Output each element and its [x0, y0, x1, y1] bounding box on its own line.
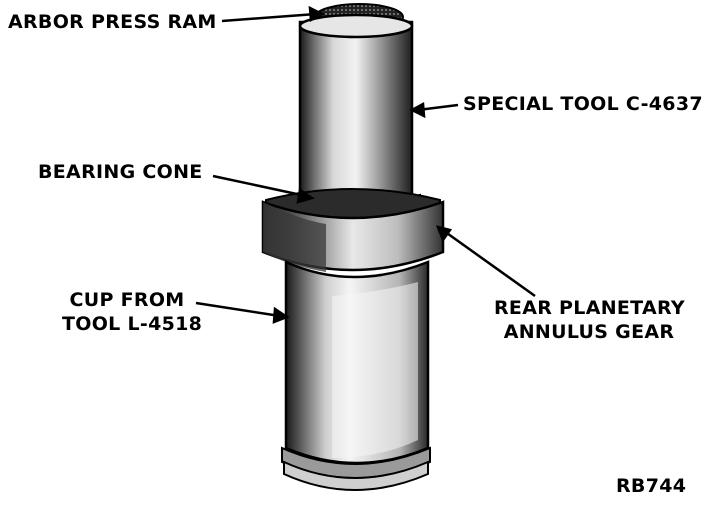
label-cup-line2: TOOL L-4518 [62, 313, 203, 335]
figure-code: RB744 [616, 475, 687, 497]
cup-highlight [332, 282, 418, 458]
label-special-tool: SPECIAL TOOL C-4637 [463, 93, 703, 115]
special-tool-top [298, 13, 414, 39]
label-bearing-cone: BEARING CONE [38, 161, 203, 183]
gear-shadow [263, 202, 326, 272]
leader-lines [195, 5, 536, 324]
label-gear-line2: ANNULUS GEAR [503, 321, 675, 343]
label-cup-line1: CUP FROM [69, 289, 185, 311]
label-gear-line1: REAR PLANETARY [494, 297, 685, 319]
cup-ring-lower [283, 460, 429, 491]
label-cup: CUP FROM TOOL L-4518 [62, 288, 203, 336]
special-tool-body [298, 20, 414, 202]
label-arbor-press-ram: ARBOR PRESS RAM [8, 11, 217, 33]
label-gear: REAR PLANETARY ANNULUS GEAR [494, 296, 685, 344]
